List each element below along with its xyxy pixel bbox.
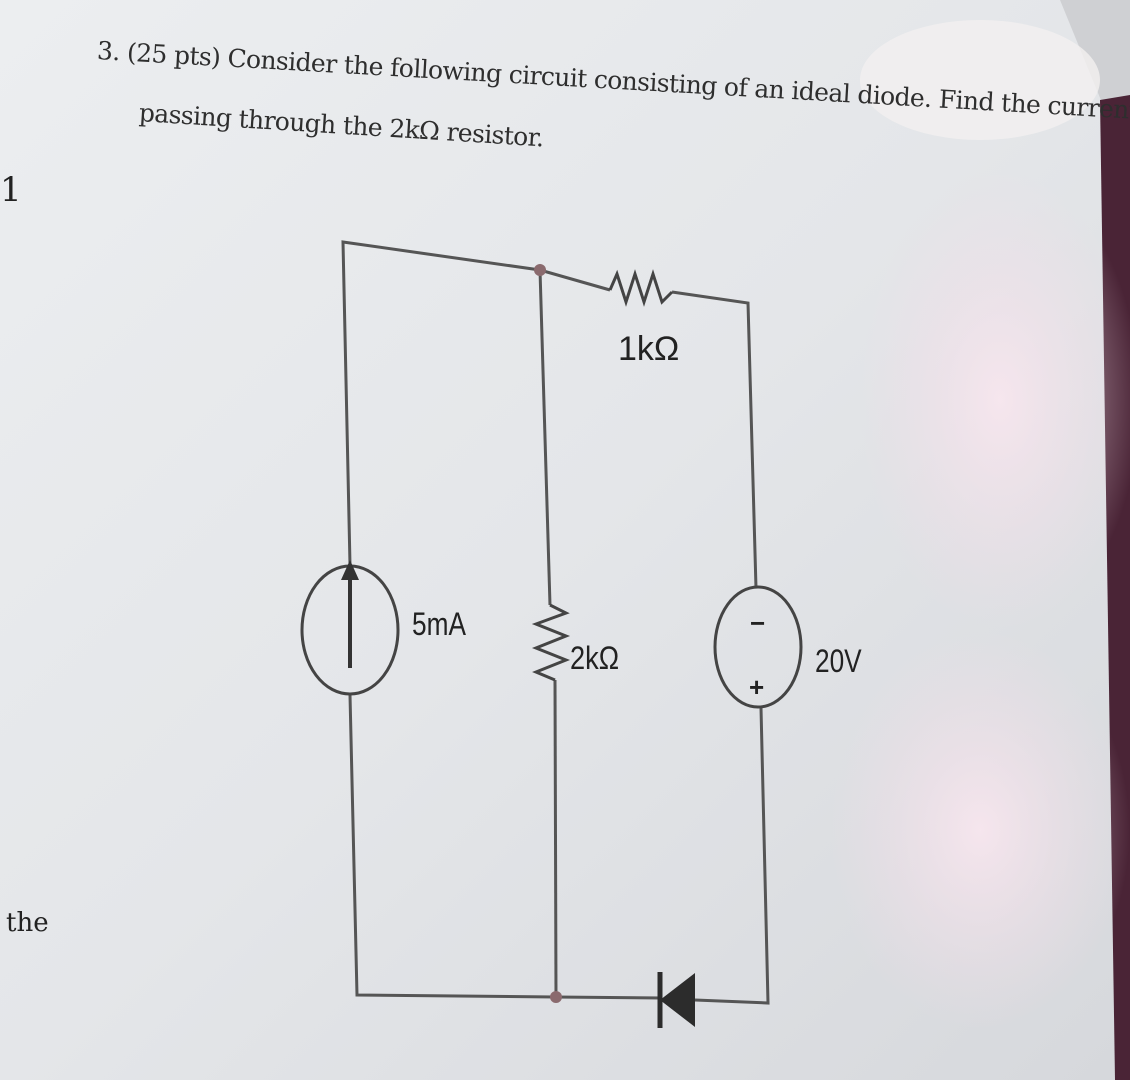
diode-icon xyxy=(660,973,695,1027)
wire-mid-top xyxy=(538,269,552,606)
resistor-2k-label: 2kΩ xyxy=(570,640,620,676)
node-top xyxy=(534,264,546,276)
current-source-label: 5mA xyxy=(412,606,466,642)
node-bottom xyxy=(550,991,562,1003)
voltage-plus-sign: + xyxy=(749,672,765,702)
resistor-2k xyxy=(531,603,571,682)
current-arrow-head xyxy=(341,560,359,580)
circuit-wires xyxy=(341,240,770,1005)
margin-fragment-top: 1 xyxy=(0,170,22,210)
wire-top-left xyxy=(341,240,611,566)
voltage-source xyxy=(713,585,803,709)
wire-bottom-right xyxy=(694,707,770,1005)
wire-mid-bottom xyxy=(553,679,558,998)
resistor-1k-label: 1kΩ xyxy=(618,330,680,368)
wire-bottom-left xyxy=(348,694,663,1000)
voltage-source-label: 20V xyxy=(815,643,862,679)
voltage-minus-sign: − xyxy=(750,608,766,638)
margin-fragment-bottom: the xyxy=(6,908,49,938)
wire-top-right xyxy=(671,290,758,589)
glare-top xyxy=(860,170,1130,630)
glare-bottom xyxy=(830,630,1130,1030)
resistor-1k xyxy=(608,269,674,307)
glare-corner xyxy=(860,20,1100,140)
